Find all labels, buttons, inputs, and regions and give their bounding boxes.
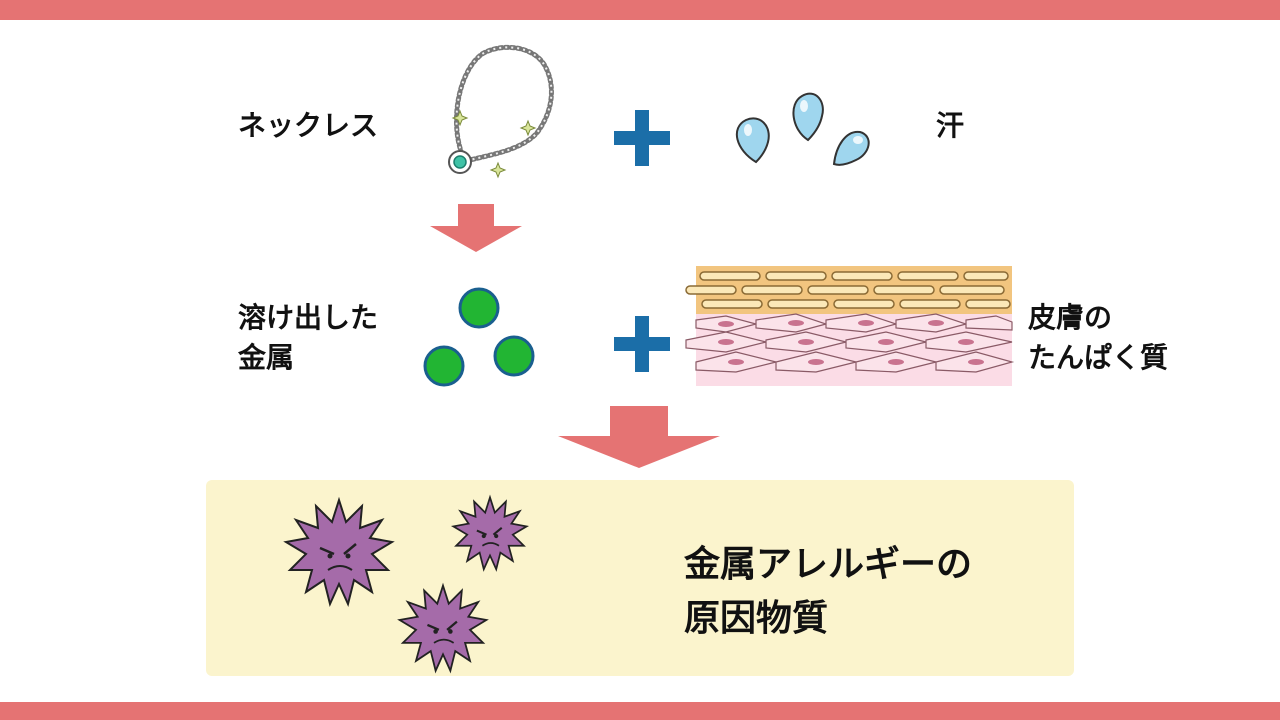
necklace-label: ネックレス: [238, 109, 379, 142]
top-bar: [0, 0, 1280, 20]
sweat-drops-icon: [736, 92, 870, 166]
skin-layer-icon: [685, 266, 1015, 386]
bottom-bar: [0, 702, 1280, 720]
necklace-icon: [448, 44, 554, 179]
dissolved-metal-label: 溶け出した 金属: [238, 301, 379, 374]
allergen-germ-icon-1: [283, 496, 395, 608]
metal-ions-icon: [423, 287, 535, 387]
down-arrow-1: [430, 204, 522, 252]
allergen-germ-icon-3: [397, 582, 489, 674]
allergen-label: 金属アレルギーの 原因物質: [684, 544, 973, 639]
plus-icon-2: [614, 316, 670, 372]
sweat-label: 汗: [936, 109, 965, 142]
allergen-germ-icon-2: [450, 494, 530, 572]
plus-icon: [614, 110, 670, 166]
skin-protein-label: 皮膚の たんぱく質: [1028, 301, 1169, 374]
down-arrow-2: [558, 406, 720, 468]
